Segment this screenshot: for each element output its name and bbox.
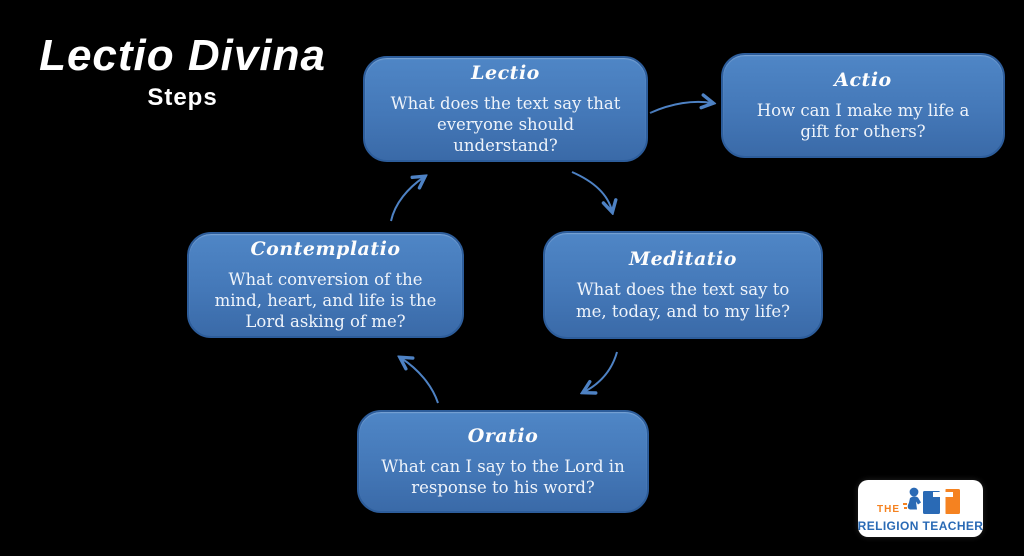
step-box-actio[interactable]: Actio How can I make my life a gift for … xyxy=(721,53,1005,158)
step-title: Meditatio xyxy=(629,248,737,271)
logo-name-label: RELIGION TEACHER xyxy=(857,519,984,533)
step-box-contemplatio[interactable]: Contemplatio What conversion of the mind… xyxy=(187,232,464,338)
logo-top-row: THE xyxy=(862,484,979,518)
logo-the-label: THE xyxy=(877,504,900,515)
step-question: What conversion of the mind, heart, and … xyxy=(214,269,437,332)
arrow-oratio-to-contemplatio xyxy=(401,358,439,404)
step-question: How can I make my life a gift for others… xyxy=(756,100,970,141)
arrow-lectio-to-meditatio xyxy=(571,171,612,211)
religion-teacher-logo[interactable]: THE RELIGION TEACHER xyxy=(858,480,983,537)
step-question: What can I say to the Lord in response t… xyxy=(381,456,625,497)
step-title: Actio xyxy=(834,68,892,91)
title-main: Lectio Divina xyxy=(39,31,326,80)
step-title: Contemplatio xyxy=(250,237,401,260)
step-title: Oratio xyxy=(467,424,539,447)
title-subtitle: Steps xyxy=(147,84,218,111)
step-question: What does the text say to me, today, and… xyxy=(575,280,791,321)
step-title: Lectio xyxy=(471,61,540,84)
step-box-lectio[interactable]: Lectio What does the text say that every… xyxy=(363,56,648,162)
step-box-meditatio[interactable]: Meditatio What does the text say to me, … xyxy=(543,231,823,339)
arrow-contemplatio-to-lectio xyxy=(390,177,424,222)
step-question: What does the text say that everyone sho… xyxy=(390,93,621,156)
teacher-puzzle-cross-icon xyxy=(903,485,960,515)
arrow-meditatio-to-oratio xyxy=(584,351,618,392)
step-box-oratio[interactable]: Oratio What can I say to the Lord in res… xyxy=(357,410,649,513)
arrow-lectio-to-actio xyxy=(649,102,712,114)
page-title: Lectio Divina Steps xyxy=(30,34,335,112)
